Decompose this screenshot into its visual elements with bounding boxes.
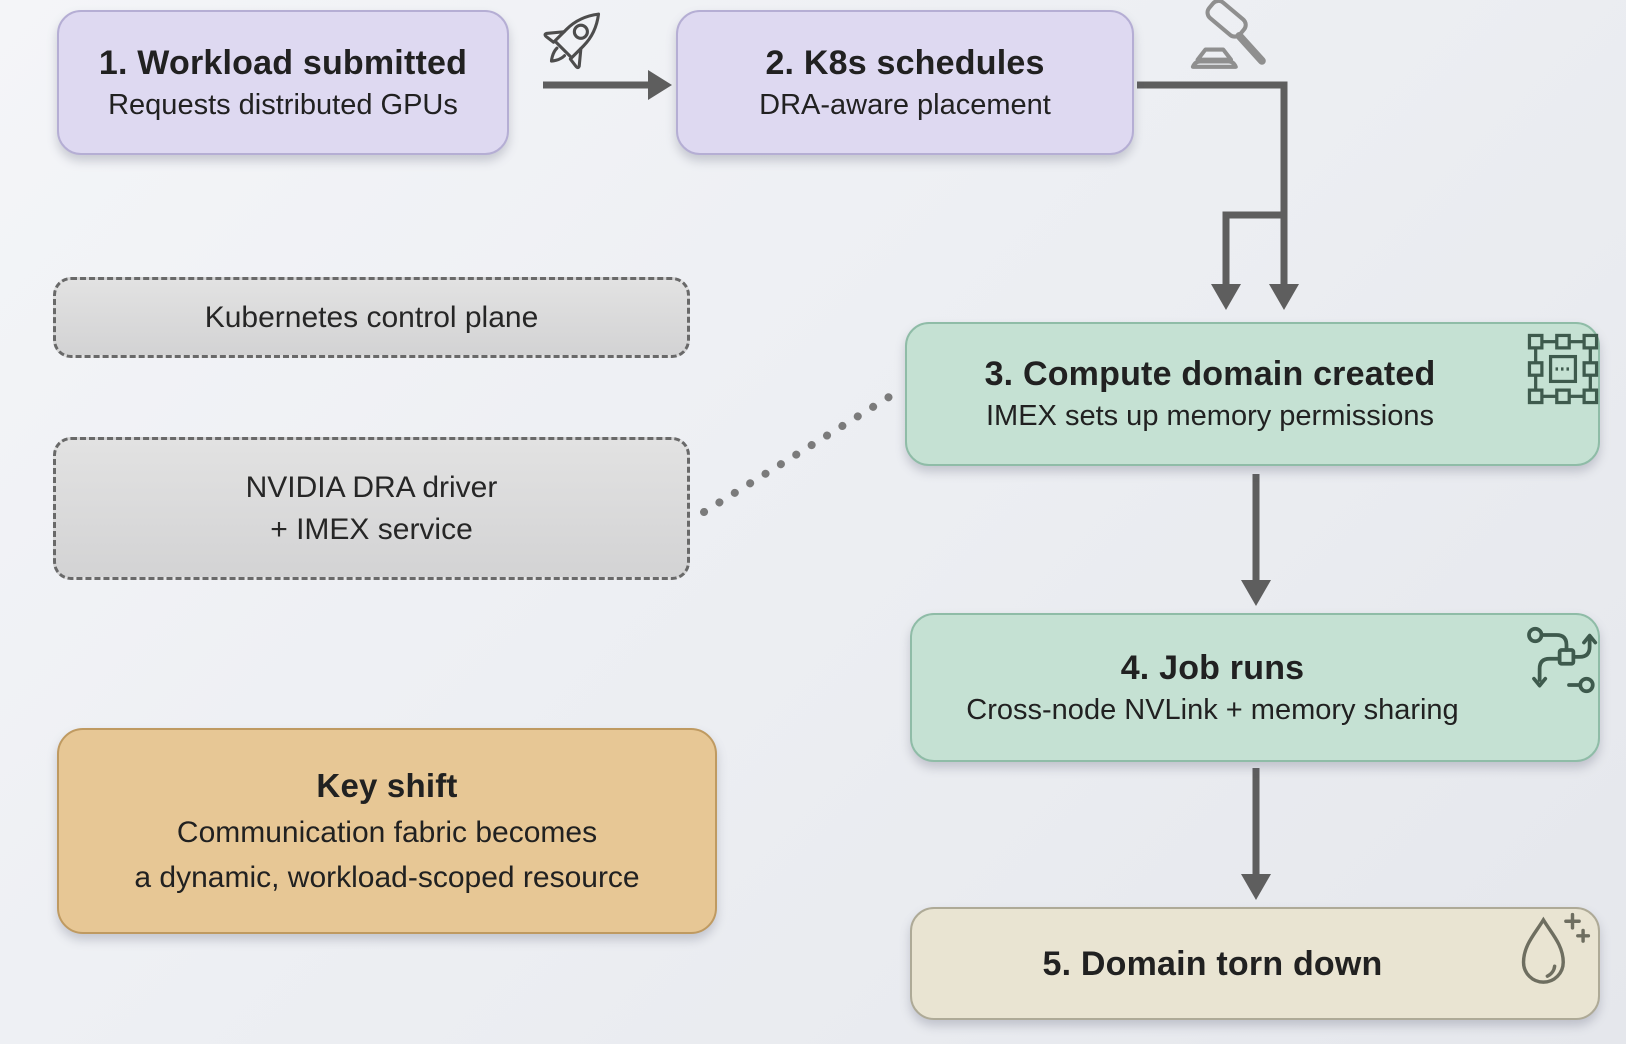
step1-title: 1. Workload submitted xyxy=(98,43,468,82)
node-nvidia-dra-driver: NVIDIA DRA driver + IMEX service xyxy=(53,437,690,580)
node-step2-k8s-schedules: 2. K8s schedules DRA-aware placement xyxy=(676,10,1134,155)
arrowhead-step4-step5 xyxy=(1241,874,1271,900)
route-icon xyxy=(1527,626,1598,694)
droplet-sparkle-icon xyxy=(1521,912,1591,984)
arrowhead-step3-step4 xyxy=(1241,580,1271,606)
node-step5-domain-torn-down: 5. Domain torn down xyxy=(910,907,1600,1020)
key-shift-title: Key shift xyxy=(316,767,458,804)
arrowhead-right xyxy=(648,70,672,100)
node-key-shift: Key shift Communication fabric becomes a… xyxy=(57,728,717,934)
step1-subtitle: Requests distributed GPUs xyxy=(108,88,458,121)
node-step3-compute-domain-created: 3. Compute domain created IMEX sets up m… xyxy=(905,322,1600,466)
dra-driver-line2: + IMEX service xyxy=(270,512,473,546)
gavel-icon xyxy=(1190,0,1266,69)
key-shift-line1: Communication fabric becomes xyxy=(176,816,598,849)
arrowhead-down-main xyxy=(1269,284,1299,310)
rocket-icon xyxy=(543,12,601,70)
dra-driver-line1: NVIDIA DRA driver xyxy=(245,470,498,504)
node-step1-workload-submitted: 1. Workload submitted Requests distribut… xyxy=(57,10,509,155)
dotted-link-dra-to-step3 xyxy=(700,388,901,516)
arrowhead-down-branch xyxy=(1211,284,1241,310)
node-step4-job-runs: 4. Job runs Cross-node NVLink + memory s… xyxy=(910,613,1600,762)
node-kubernetes-control-plane: Kubernetes control plane xyxy=(53,277,690,358)
step2-title: 2. K8s schedules xyxy=(765,43,1045,82)
step5-title: 5. Domain torn down xyxy=(1042,944,1383,983)
arrow-step2-to-step3-main xyxy=(1137,81,1288,286)
step4-title: 4. Job runs xyxy=(1120,648,1305,687)
step3-title: 3. Compute domain created xyxy=(984,355,1436,393)
step2-subtitle: DRA-aware placement xyxy=(759,88,1051,121)
control-plane-label: Kubernetes control plane xyxy=(204,300,539,334)
selection-frame-icon xyxy=(1527,333,1599,405)
step3-subtitle: IMEX sets up memory permissions xyxy=(985,400,1434,432)
arrow-step2-to-step3-branch xyxy=(1222,211,1284,286)
step4-subtitle: Cross-node NVLink + memory sharing xyxy=(966,693,1459,726)
key-shift-line2: a dynamic, workload-scoped resource xyxy=(134,861,640,894)
